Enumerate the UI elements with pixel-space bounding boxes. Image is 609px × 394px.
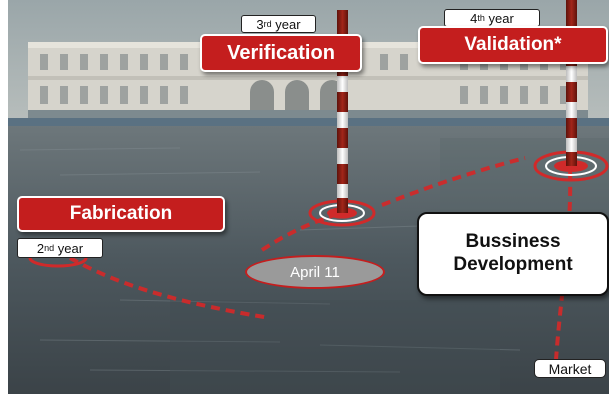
validation-year-number: 4 (470, 10, 478, 26)
fabrication-year-number: 2 (36, 240, 45, 256)
business-development-box: Bussiness Development (417, 212, 609, 296)
fabrication-year-word: year (57, 240, 84, 256)
market-text: Market (548, 360, 592, 377)
validation-year-suffix: th (477, 12, 485, 23)
date-marker: April 11 (245, 255, 385, 289)
fabrication-text: Fabrication (69, 203, 173, 224)
validation-label: Validation* (418, 26, 608, 64)
verification-label: Verification (200, 34, 362, 72)
verification-year-suffix: rd (263, 18, 272, 29)
verification-text: Verification (227, 41, 335, 64)
fabrication-label: Fabrication (17, 196, 225, 232)
date-marker-text: April 11 (290, 263, 340, 281)
verification-year-word: year (275, 16, 301, 32)
market-tag: Market (534, 359, 606, 378)
validation-text: Validation* (464, 34, 562, 55)
validation-year-word: year (488, 10, 514, 26)
business-line-2: Development (453, 254, 573, 275)
verification-year-number: 3 (256, 16, 264, 32)
fabrication-year-suffix: nd (44, 242, 55, 253)
business-line-1: Bussiness (465, 231, 561, 253)
